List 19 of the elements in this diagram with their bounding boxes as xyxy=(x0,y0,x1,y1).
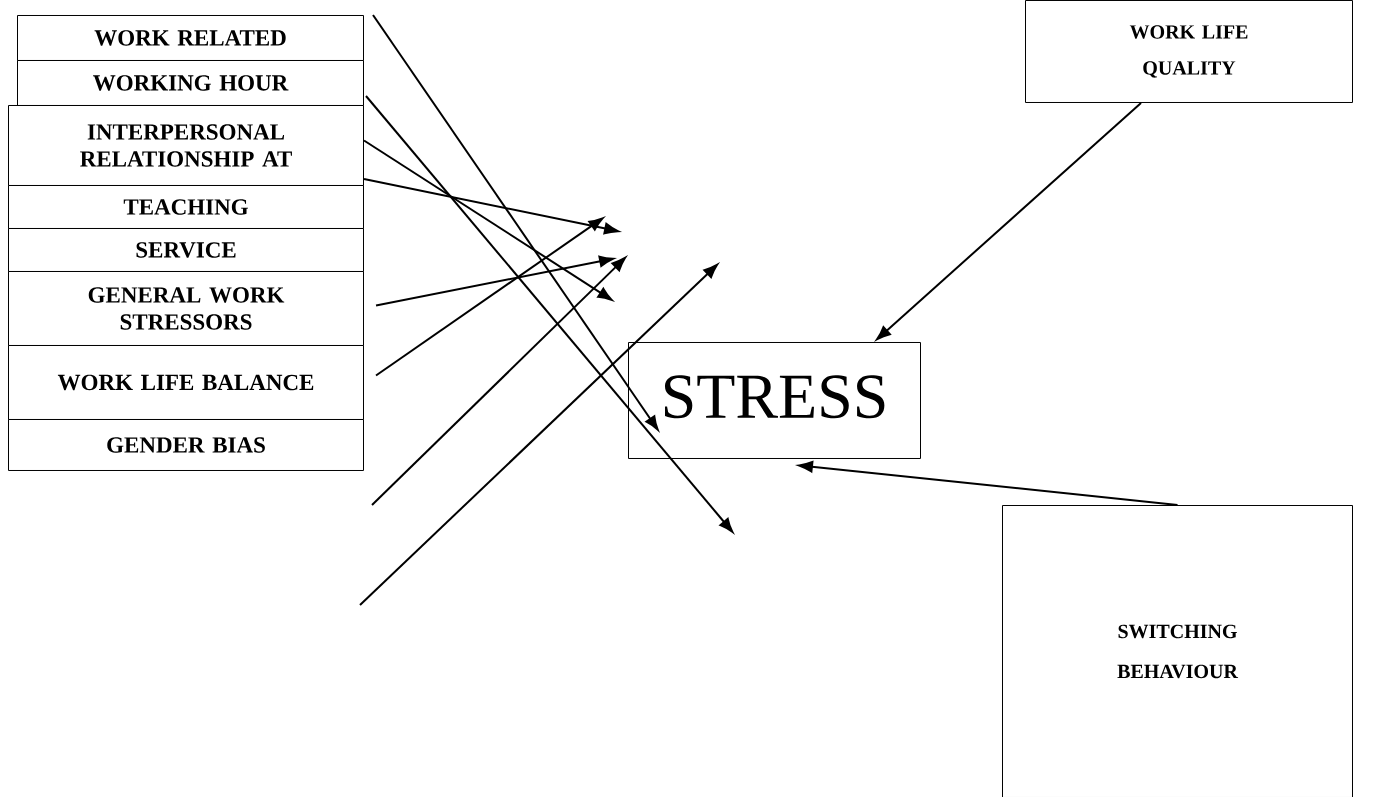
arrow xyxy=(375,217,604,377)
arrow xyxy=(876,102,1142,341)
arrow xyxy=(375,255,614,307)
factor-box: WORK LIFE QUALITY xyxy=(1025,0,1353,103)
arrow xyxy=(363,139,613,301)
factor-box: GENERAL WORK STRESSORS xyxy=(8,271,364,346)
arrow xyxy=(363,178,619,235)
factor-box: INTERPERSONAL RELATIONSHIP AT xyxy=(8,105,364,186)
arrow xyxy=(365,95,734,533)
arrow xyxy=(798,461,1179,506)
factor-box: SWITCHING BEHAVIOUR xyxy=(1002,505,1353,797)
factor-box: SERVICE xyxy=(8,228,364,272)
stress-box: STRESS xyxy=(628,342,921,459)
factor-box: WORK LIFE BALANCE xyxy=(8,345,364,420)
factor-box: GENDER BIAS xyxy=(8,419,364,471)
factor-box: WORKING HOUR xyxy=(17,60,364,106)
arrow xyxy=(372,14,659,431)
factor-box: WORK RELATED xyxy=(17,15,364,61)
factor-box: TEACHING xyxy=(8,185,364,229)
